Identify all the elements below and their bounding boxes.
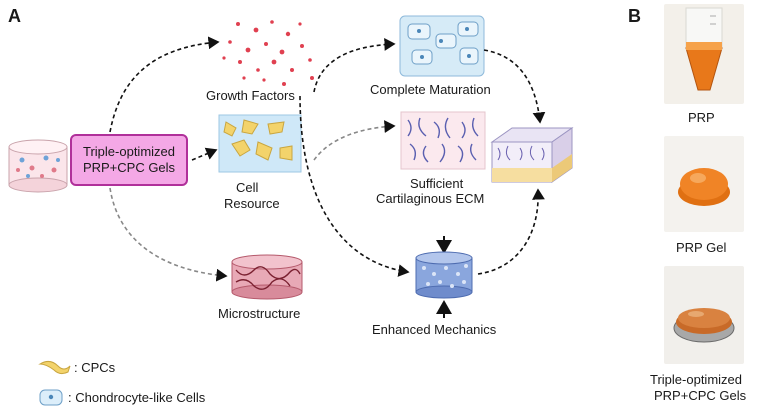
label-prp: PRP xyxy=(688,110,715,125)
petri-dish-icon xyxy=(8,139,68,193)
hub-triple-optimized-gels: Triple-optimized PRP+CPC Gels xyxy=(70,134,188,186)
label-prp-gel: PRP Gel xyxy=(676,240,727,255)
label-cell: Cell xyxy=(236,180,259,195)
photo-prp-gel xyxy=(664,136,744,232)
label-cartilaginous-ecm: Cartilaginous ECM xyxy=(376,191,485,206)
panel-label-a: A xyxy=(8,6,21,26)
label-resource: Resource xyxy=(224,196,280,211)
panel-label-b: B xyxy=(628,6,641,26)
label-complete-maturation: Complete Maturation xyxy=(370,82,491,97)
label-growth-factors: Growth Factors xyxy=(206,88,295,103)
label-microstructure: Microstructure xyxy=(218,306,301,321)
growth-factors-icon xyxy=(222,20,314,86)
cpc-legend-icon xyxy=(38,360,71,375)
legend-chondrocyte-like-cells: : Chondrocyte-like Cells xyxy=(68,390,206,405)
hub-line-1: Triple-optimized xyxy=(83,144,175,159)
legend-cpcs: : CPCs xyxy=(74,360,116,375)
label-sufficient: Sufficient xyxy=(410,176,464,191)
microstructure-icon xyxy=(231,254,303,300)
label-enhanced-mechanics: Enhanced Mechanics xyxy=(372,322,497,337)
hub-line-2: PRP+CPC Gels xyxy=(82,160,176,175)
label-triple-optimized: Triple-optimized xyxy=(650,372,742,387)
label-prp-cpc-gels: PRP+CPC Gels xyxy=(654,388,747,403)
cartilage-tissue-icon xyxy=(490,127,574,183)
photo-triple-optimized-gel xyxy=(664,266,744,364)
complete-maturation-icon xyxy=(399,15,485,77)
cell-resource-icon xyxy=(218,114,302,173)
enhanced-mechanics-icon xyxy=(415,236,473,318)
chondrocyte-legend-icon xyxy=(39,389,63,406)
photo-prp xyxy=(664,4,744,104)
cartilaginous-ecm-icon xyxy=(400,111,486,170)
